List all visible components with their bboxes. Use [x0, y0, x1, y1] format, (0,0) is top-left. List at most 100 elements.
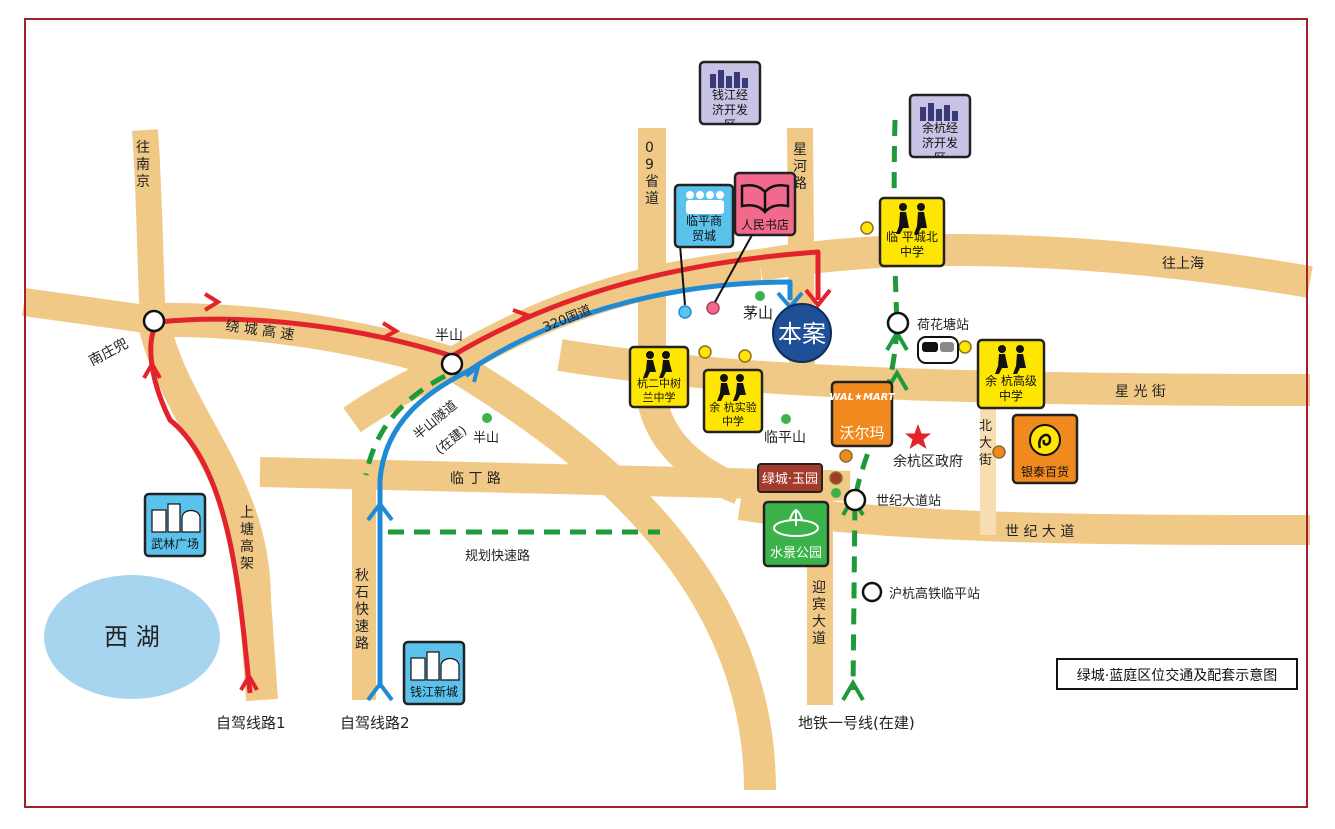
poi-walmart[interactable]: WAL★MART 沃尔玛	[829, 380, 896, 448]
students-icon	[717, 374, 746, 401]
building-icon	[710, 70, 748, 88]
poi-lvcheng-yuyuan-label: 绿城·玉园	[762, 472, 818, 487]
marker-yellow-4	[958, 340, 972, 354]
poi-yuhang-dev[interactable]: 余杭经济开发区	[908, 93, 972, 159]
label-beida: 北大街	[979, 419, 993, 468]
road-nanjing	[132, 129, 166, 321]
poi-qianjiang-newcity[interactable]: 钱江新城	[402, 640, 466, 706]
poi-yintai[interactable]: 银泰百货	[1011, 413, 1079, 485]
people-icon	[686, 191, 724, 214]
label-hsr-station: 沪杭高铁临平站	[889, 586, 980, 602]
road-320-guodao	[443, 249, 762, 378]
poi-yintai-label: 银泰百货	[1021, 464, 1069, 479]
label-xingguang: 星 光 街	[1115, 384, 1166, 400]
label-zaijian: (在建)	[433, 423, 470, 458]
fountain-icon	[773, 508, 819, 537]
poi-wulin-square-label: 武林广场	[151, 537, 199, 551]
poi-chengbei-school[interactable]: 临 平城北中学	[878, 196, 946, 268]
poi-yuhang-dev-label: 余杭经济开发区	[921, 121, 958, 157]
road-raocheng-west	[22, 288, 155, 334]
marker-green-1	[755, 291, 765, 301]
poi-linping-market[interactable]: 临平商贸城	[673, 183, 735, 249]
poi-water-park[interactable]: 水景公园	[762, 500, 830, 568]
marker-green-3	[781, 414, 791, 424]
map-title: 绿城·蓝庭区位交通及配套示意图	[1056, 658, 1298, 690]
students-icon	[995, 345, 1026, 374]
pointer-bookstore	[714, 234, 753, 303]
label-yingbin: 迎宾大道	[812, 580, 826, 647]
label-shangtang: 上塘高架	[240, 505, 254, 572]
road-banshan-diag	[343, 350, 459, 433]
node-shijidadao	[843, 488, 867, 512]
walmart-label: 沃尔玛	[839, 424, 884, 442]
lake-label: 西 湖	[104, 623, 160, 651]
poi-linping-market-label: 临平商贸城	[685, 214, 722, 243]
road-south-curve	[443, 350, 776, 791]
road-linding	[259, 457, 851, 501]
marker-pink-poi	[706, 301, 720, 315]
poi-hangerzhong-school[interactable]: 杭二中树兰中学	[628, 345, 690, 409]
road-network	[22, 127, 1313, 791]
label-banshan-node: 半山	[435, 328, 463, 344]
poi-bookstore[interactable]: 人民书店	[733, 171, 797, 237]
pointer-market	[679, 244, 686, 306]
west-lake: 西 湖	[44, 575, 220, 699]
label-linding: 临 丁 路	[450, 471, 501, 487]
project-label: 本案	[778, 320, 826, 348]
legend-route1: 自驾线路1	[216, 714, 286, 732]
route-2	[377, 279, 793, 688]
poi-wulin-square[interactable]: 武林广场	[143, 492, 207, 558]
poi-hangerzhong-label: 杭二中树兰中学	[637, 377, 681, 404]
poi-yuhang-exp-label: 余 杭实验中学	[709, 401, 757, 428]
label-09: 09省道	[645, 140, 659, 207]
route-1	[148, 249, 821, 694]
nodes	[142, 309, 910, 603]
metro-west	[363, 373, 447, 476]
poi-qianjiang-newcity-label: 钱江新城	[410, 684, 458, 699]
legend-route2: 自驾线路2	[340, 714, 410, 732]
label-yuhang-gov: 余杭区政府	[893, 453, 963, 470]
label-shijidadao-station: 世纪大道站	[876, 494, 941, 509]
node-hehuatang	[886, 311, 910, 335]
label-shanghai: 往上海	[1162, 256, 1204, 272]
poi-yuhang-exp-school[interactable]: 余 杭实验中学	[702, 368, 764, 434]
node-nanzhuangdou	[142, 309, 166, 333]
map-title-text: 绿城·蓝庭区位交通及配套示意图	[1077, 667, 1277, 684]
metro-line-1	[363, 119, 900, 691]
building-icon	[920, 103, 958, 121]
label-qiushi: 秋石快速路	[355, 568, 369, 652]
yintai-logo-icon	[1029, 424, 1061, 456]
marker-orange-2	[992, 445, 1006, 459]
government-star-icon	[905, 424, 931, 449]
road-labels: 往南京 往上海 绕 城 高 速 320国道 09省道 星河路 星 光 街 临 丁…	[136, 140, 1204, 652]
poi-yuhang-high-school[interactable]: 余 杭高级中学	[976, 338, 1046, 410]
legend-metro1: 地铁一号线(在建)	[798, 714, 915, 732]
label-shiji: 世 纪 大 道	[1005, 524, 1074, 540]
label-banshan-hill: 半山	[473, 431, 499, 446]
poi-yuhang-high-label: 余 杭高级中学	[985, 374, 1037, 403]
route-1-arrows	[142, 288, 832, 691]
node-banshan	[440, 352, 464, 376]
markers	[482, 221, 1006, 498]
label-linpingshan: 临平山	[764, 430, 806, 446]
building-icon	[151, 503, 201, 533]
marker-yellow-2	[698, 345, 712, 359]
students-icon	[896, 203, 927, 234]
marker-yellow-1	[860, 221, 874, 235]
marker-green-4	[831, 488, 841, 498]
metro-north	[850, 119, 900, 691]
poi-qianjiang-dev[interactable]: 钱江经济开发区	[698, 60, 762, 126]
road-09-lower	[637, 396, 746, 504]
marker-brown-1	[829, 471, 843, 485]
metro-arrow-up-2	[841, 679, 865, 702]
marker-yellow-3	[738, 349, 752, 363]
label-nanjing: 往南京	[136, 140, 150, 190]
marker-green-2	[482, 413, 492, 423]
poi-lvcheng-yuyuan[interactable]: 绿城·玉园	[757, 463, 823, 493]
marker-orange-1	[839, 449, 853, 463]
label-xinghe: 星河路	[793, 142, 807, 192]
road-shanghai	[757, 234, 1313, 298]
label-planned: 规划快速路	[465, 548, 530, 564]
project-marker[interactable]: 本案	[772, 303, 832, 363]
